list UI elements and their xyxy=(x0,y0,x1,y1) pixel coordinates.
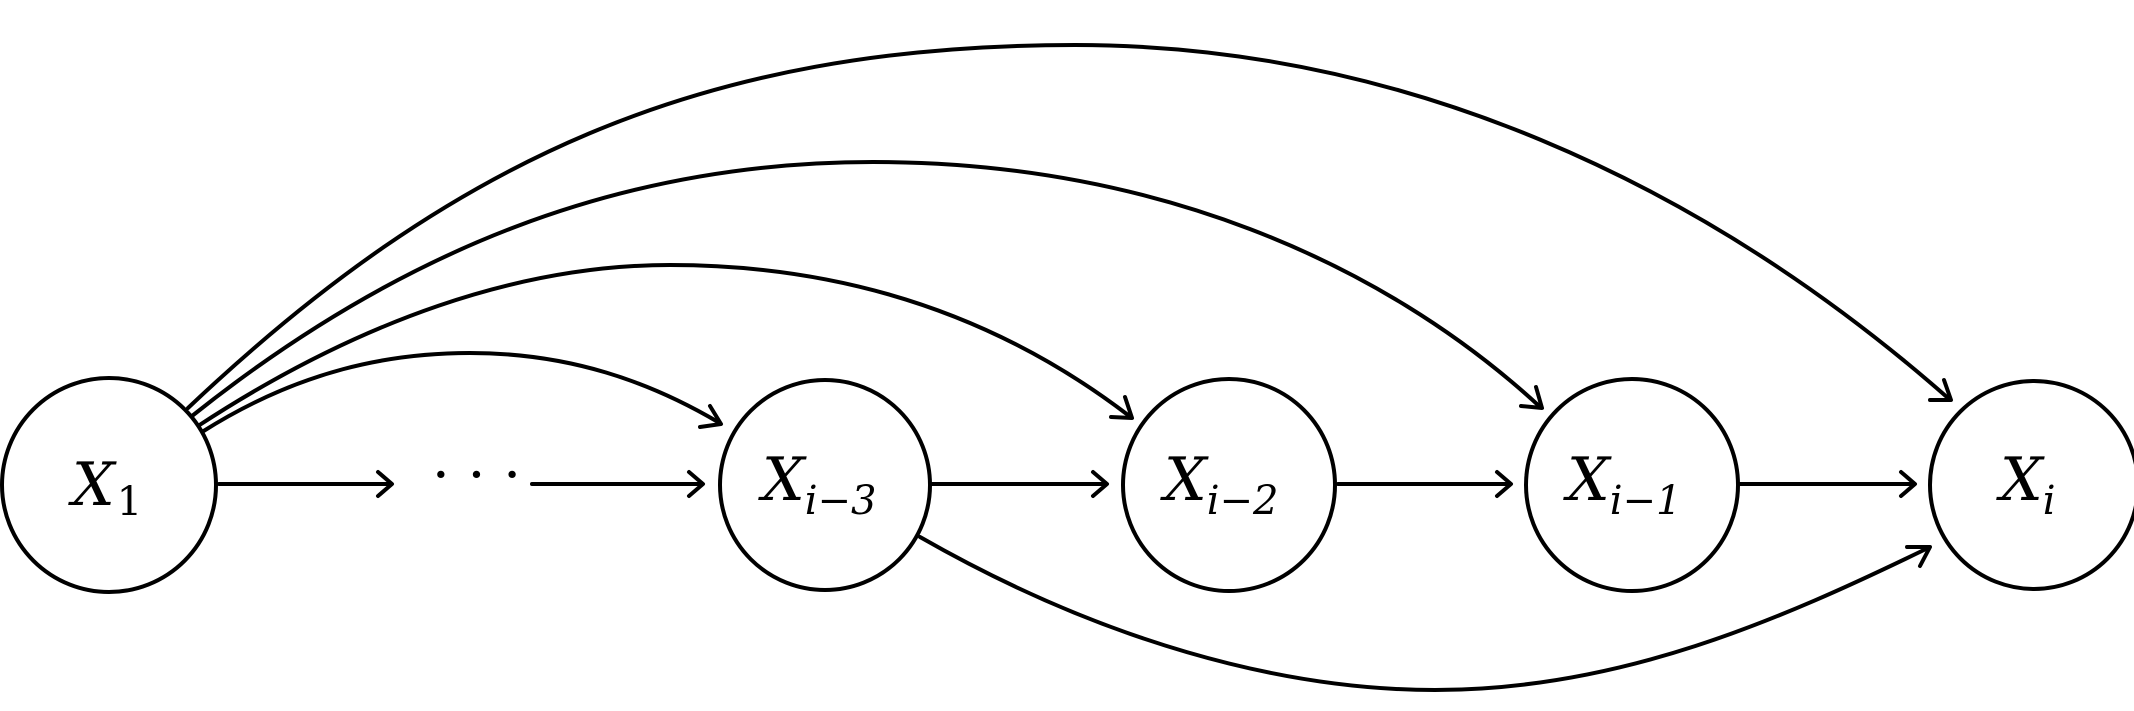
arrowhead-xi2-to-xi1 xyxy=(1495,470,1513,498)
arrowhead-ellipsis-to-xi3 xyxy=(687,470,705,498)
ellipsis-dots: · · · xyxy=(432,443,521,508)
arrowhead-x1-to-xi1 xyxy=(1519,385,1544,410)
edge-xi3-to-xi xyxy=(918,535,1930,693)
node-xi3-label: Xi−3 xyxy=(758,445,876,524)
curved-edges xyxy=(186,42,1953,693)
edge-x1-to-xi xyxy=(186,42,1950,410)
arrowhead-x1-to-xi3 xyxy=(698,404,723,429)
arrowhead-xi1-to-xi xyxy=(1899,470,1917,498)
node-xi: Xi xyxy=(1928,379,2134,591)
arrowhead-x1-to-xi xyxy=(1928,378,1953,402)
node-xi2: Xi−2 xyxy=(1121,377,1337,593)
node-xi1-subscript: i−1 xyxy=(1610,478,1682,524)
node-xi-label: Xi xyxy=(1996,445,2056,524)
node-xi1-label: Xi−1 xyxy=(1563,445,1681,524)
node-xi3-circle xyxy=(718,378,932,592)
node-xi2-subscript: i−2 xyxy=(1207,478,1279,524)
arrowhead-x1-to-ellipsis xyxy=(376,470,394,498)
node-x1: X1 xyxy=(0,376,218,594)
node-x1-circle xyxy=(0,376,218,594)
arrowhead-x1-to-xi2 xyxy=(1109,395,1134,420)
node-xi1-circle xyxy=(1524,377,1740,593)
ellipsis: · · · xyxy=(432,443,521,508)
node-x1-label: X1 xyxy=(68,450,142,525)
node-x1-subscript: 1 xyxy=(117,479,142,525)
node-x1-base: X xyxy=(68,450,117,520)
node-xi1: Xi−1 xyxy=(1524,377,1740,593)
arrowhead-xi3-to-xi2 xyxy=(1091,470,1109,498)
node-xi2-label: Xi−2 xyxy=(1160,445,1278,524)
edge-x1-to-xi2 xyxy=(196,262,1130,428)
node-xi3-base: X xyxy=(758,445,807,515)
node-xi2-base: X xyxy=(1160,445,1209,515)
straight-edges xyxy=(217,470,1917,498)
node-xi3: Xi−3 xyxy=(718,378,932,592)
node-xi3-subscript: i−3 xyxy=(805,478,877,524)
node-xi-subscript: i xyxy=(2043,478,2056,524)
edge-x1-to-xi3 xyxy=(200,350,720,434)
edge-x1-to-xi1 xyxy=(190,159,1540,418)
node-xi2-circle xyxy=(1121,377,1337,593)
node-xi1-base: X xyxy=(1563,445,1612,515)
node-xi-circle xyxy=(1928,379,2134,591)
arrowhead-xi3-to-xi xyxy=(1905,545,1932,568)
node-xi-base: X xyxy=(1996,445,2045,515)
